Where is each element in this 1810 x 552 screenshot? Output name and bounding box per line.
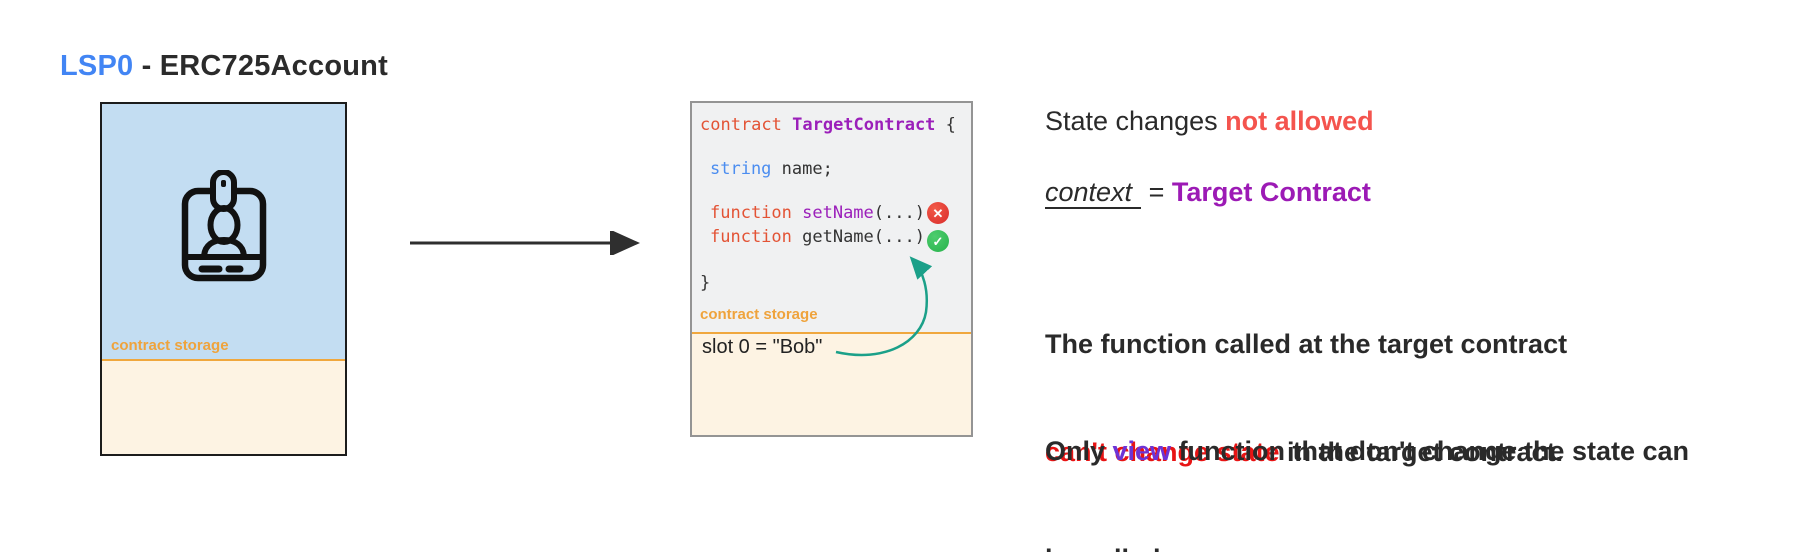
not-allowed-text: not allowed [1225, 106, 1374, 136]
keyword-function: function [710, 227, 803, 247]
note-state-changes: State changes not allowed [1045, 106, 1374, 137]
para1-line2-rest: in the target contract. [1279, 437, 1564, 467]
slot-value: slot 0 = "Bob" [702, 336, 823, 358]
account-contract-area: contract storage [102, 104, 345, 361]
lsp0-label: LSP0 [60, 50, 134, 82]
title-rest: - ERC725Account [133, 50, 388, 82]
note-cant-change-state: The function called at the target contra… [1045, 254, 1567, 542]
setname-args: (...) [873, 203, 925, 223]
id-badge-icon [181, 170, 266, 282]
target-code-area: contract TargetContract { string name; f… [692, 103, 971, 334]
var-name: name; [771, 159, 833, 179]
target-contract-box: contract TargetContract { string name; f… [690, 101, 973, 437]
equals-sign: = [1141, 177, 1172, 207]
keyword-function: function [710, 203, 803, 223]
code-close-brace: } [700, 273, 711, 293]
note-only-view: Only view function that don't change the… [1045, 361, 1689, 552]
para2-line1: Only view function that don't change the… [1045, 433, 1689, 469]
open-brace: { [935, 115, 956, 135]
target-contract-text: Target Contract [1171, 177, 1371, 207]
getname-fn: getName [802, 227, 874, 247]
call-flow-arrow [410, 231, 640, 255]
keyword-contract: contract [700, 115, 793, 135]
target-storage-label: contract storage [700, 306, 818, 323]
account-box: contract storage [100, 102, 347, 456]
para2-rest: function that don't change the state can [1171, 436, 1690, 466]
getname-args: (...) [873, 227, 925, 247]
context-word: context [1045, 177, 1142, 209]
account-storage-area [102, 361, 345, 454]
para2-pre: Only [1045, 436, 1113, 466]
note-context: context = Target Contract [1045, 177, 1371, 209]
setname-fn: setName [802, 203, 874, 223]
para1-line1: The function called at the target contra… [1045, 329, 1568, 359]
type-string: string [710, 159, 772, 179]
view-text: view [1112, 436, 1172, 466]
code-line-getname: function getName(...) [710, 226, 925, 248]
para2-line2: be called. [1045, 541, 1689, 552]
not-allowed-icon: ✕ [927, 202, 949, 224]
contract-name: TargetContract [792, 115, 936, 135]
page-title: LSP0 - ERC725Account [60, 50, 388, 83]
para1-line2: can't change state in the target contrac… [1045, 434, 1567, 470]
cant-change-state-text: can't change state [1045, 437, 1280, 467]
code-line-setname: function setName(...) [710, 202, 925, 224]
code-line-contract: contract TargetContract { [700, 114, 956, 136]
state-prefix: State changes [1045, 106, 1226, 136]
account-storage-label: contract storage [111, 337, 229, 354]
allowed-icon: ✓ [927, 230, 949, 252]
code-line-string: string name; [710, 158, 833, 180]
